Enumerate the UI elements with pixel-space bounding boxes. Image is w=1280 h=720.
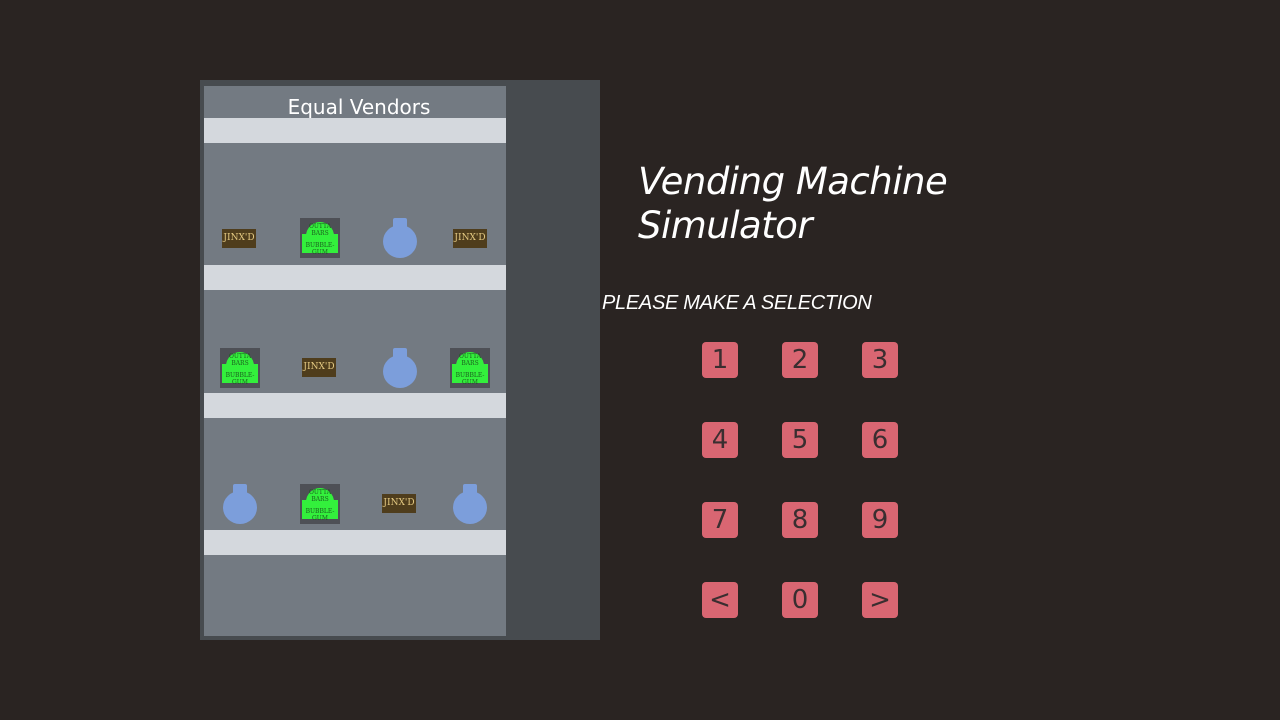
- candy-bar-icon[interactable]: OUTTA BARS BUBBLE-GUM: [300, 218, 340, 258]
- machine-brand: Equal Vendors: [287, 95, 431, 119]
- jinxd-pack-icon[interactable]: JINX'D: [453, 229, 487, 248]
- candy-bar-icon[interactable]: OUTTA BARS BUBBLE-GUM: [300, 484, 340, 524]
- next-button[interactable]: >: [862, 582, 898, 618]
- candy-bar-icon[interactable]: OUTTA BARS BUBBLE-GUM: [450, 348, 490, 388]
- bottle-icon[interactable]: [222, 484, 258, 524]
- jinxd-pack-icon[interactable]: JINX'D: [382, 494, 416, 513]
- shelf: [204, 265, 506, 290]
- game-title-line-2: Simulator: [638, 204, 813, 247]
- key-7-button[interactable]: 7: [702, 502, 738, 538]
- machine-cabinet: Equal Vendors JINX'D OUTTA BARS BUBBLE-G…: [204, 86, 506, 636]
- bottle-icon[interactable]: [382, 218, 418, 258]
- game-title: Vending Machine Simulator: [638, 160, 1058, 248]
- key-3-button[interactable]: 3: [862, 342, 898, 378]
- game-title-line-1: Vending Machine: [638, 160, 948, 203]
- bottle-icon[interactable]: [452, 484, 488, 524]
- vending-machine: Equal Vendors JINX'D OUTTA BARS BUBBLE-G…: [200, 80, 600, 640]
- candy-bar-icon[interactable]: OUTTA BARS BUBBLE-GUM: [220, 348, 260, 388]
- shelf: [204, 530, 506, 555]
- key-8-button[interactable]: 8: [782, 502, 818, 538]
- key-4-button[interactable]: 4: [702, 422, 738, 458]
- prev-button[interactable]: <: [702, 582, 738, 618]
- jinxd-pack-icon[interactable]: JINX'D: [302, 358, 336, 377]
- key-2-button[interactable]: 2: [782, 342, 818, 378]
- bottle-icon[interactable]: [382, 348, 418, 388]
- jinxd-pack-icon[interactable]: JINX'D: [222, 229, 256, 248]
- key-0-button[interactable]: 0: [782, 582, 818, 618]
- shelf: [204, 393, 506, 418]
- key-6-button[interactable]: 6: [862, 422, 898, 458]
- key-9-button[interactable]: 9: [862, 502, 898, 538]
- key-5-button[interactable]: 5: [782, 422, 818, 458]
- selection-prompt: PLEASE MAKE A SELECTION: [602, 292, 872, 314]
- shelf: [204, 118, 506, 143]
- key-1-button[interactable]: 1: [702, 342, 738, 378]
